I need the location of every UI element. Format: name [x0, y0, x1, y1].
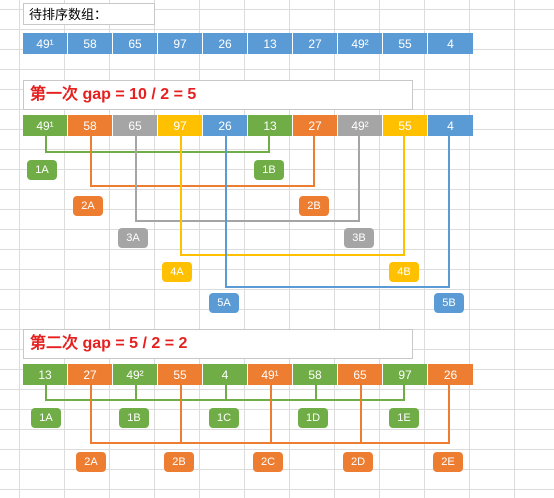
- header-title: 待排序数组：: [23, 3, 155, 25]
- original-cell: 58: [68, 33, 113, 54]
- original-cell: 4: [428, 33, 473, 54]
- pass2-connector-green-tick: [225, 385, 227, 401]
- pass2-cell: 49¹: [248, 364, 293, 385]
- pass2-badge: 1B: [119, 408, 149, 428]
- pass1-connector-gray: [135, 136, 360, 222]
- pass2-badge: 2C: [253, 452, 283, 472]
- pass1-cell: 26: [203, 115, 248, 136]
- pass2-cell: 27: [68, 364, 113, 385]
- pass1-badge: 3B: [344, 228, 374, 248]
- original-cell: 65: [113, 33, 158, 54]
- original-array-row: 49¹ 58 65 97 26 13 27 49² 55 4: [23, 33, 473, 54]
- pass1-badge: 5A: [209, 293, 239, 313]
- pass2-badge: 2E: [433, 452, 463, 472]
- pass1-connector-green: [45, 136, 270, 153]
- original-cell: 13: [248, 33, 293, 54]
- pass1-cell: 13: [248, 115, 293, 136]
- pass2-badge: 1D: [298, 408, 328, 428]
- pass2-cell: 49²: [113, 364, 158, 385]
- pass1-badge: 1B: [254, 160, 284, 180]
- pass2-cell: 55: [158, 364, 203, 385]
- pass2-badge: 2B: [164, 452, 194, 472]
- pass1-badge: 2A: [73, 196, 103, 216]
- pass2-connector-green-tick: [135, 385, 137, 401]
- pass2-connector-orange-tick: [270, 385, 272, 444]
- pass1-cell: 58: [68, 115, 113, 136]
- pass1-cell: 65: [113, 115, 158, 136]
- pass1-connector-orange: [90, 136, 315, 187]
- pass1-connector-blue: [225, 136, 450, 288]
- pass1-badge: 5B: [434, 293, 464, 313]
- original-cell: 49¹: [23, 33, 68, 54]
- pass2-cell: 65: [338, 364, 383, 385]
- pass2-array-row: 13 27 49² 55 4 49¹ 58 65 97 26: [23, 364, 473, 385]
- pass1-cell: 4: [428, 115, 473, 136]
- pass2-cell: 58: [293, 364, 338, 385]
- pass2-badge: 1A: [31, 408, 61, 428]
- pass1-cell: 49¹: [23, 115, 68, 136]
- pass1-badge: 2B: [299, 196, 329, 216]
- pass2-title: 第二次 gap = 5 / 2 = 2: [23, 329, 413, 359]
- pass2-connector-orange-tick: [360, 385, 362, 444]
- pass2-badge: 2D: [343, 452, 373, 472]
- pass1-cell: 97: [158, 115, 203, 136]
- pass2-connector-orange-tick: [180, 385, 182, 444]
- pass2-connector-green-tick: [315, 385, 317, 401]
- pass2-badge: 2A: [76, 452, 106, 472]
- pass1-array-row: 49¹ 58 65 97 26 13 27 49² 55 4: [23, 115, 473, 136]
- pass1-badge: 1A: [27, 160, 57, 180]
- pass1-cell: 49²: [338, 115, 383, 136]
- pass2-badge: 1C: [209, 408, 239, 428]
- pass2-cell: 4: [203, 364, 248, 385]
- pass1-cell: 27: [293, 115, 338, 136]
- pass1-badge: 4A: [162, 262, 192, 282]
- original-cell: 27: [293, 33, 338, 54]
- original-cell: 55: [383, 33, 428, 54]
- pass1-connector-yellow: [180, 136, 405, 256]
- pass1-badge: 3A: [118, 228, 148, 248]
- pass1-badge: 4B: [389, 262, 419, 282]
- pass1-title: 第一次 gap = 10 / 2 = 5: [23, 80, 413, 110]
- pass2-cell: 26: [428, 364, 473, 385]
- original-cell: 97: [158, 33, 203, 54]
- pass2-cell: 97: [383, 364, 428, 385]
- original-cell: 26: [203, 33, 248, 54]
- pass2-badge: 1E: [389, 408, 419, 428]
- pass2-cell: 13: [23, 364, 68, 385]
- original-cell: 49²: [338, 33, 383, 54]
- pass1-cell: 55: [383, 115, 428, 136]
